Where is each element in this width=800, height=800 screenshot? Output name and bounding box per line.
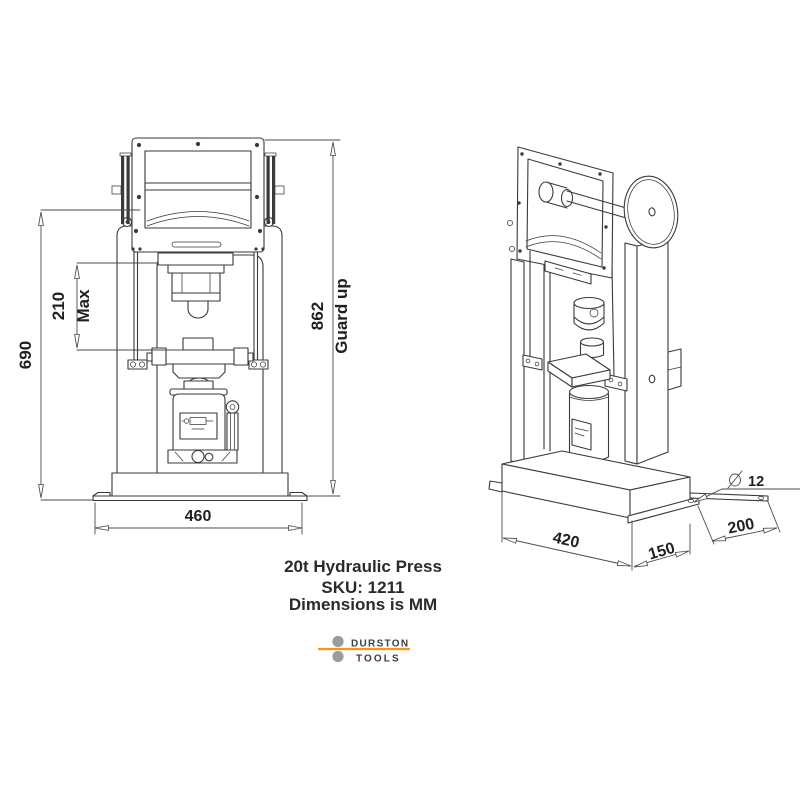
durston-tools-logo: DURSTON TOOLS xyxy=(318,635,410,665)
rolling-mill-icon xyxy=(318,635,410,663)
iso-ram xyxy=(573,296,605,359)
dim-base-depth-200: 200 xyxy=(697,501,781,545)
guard-bolts xyxy=(131,141,265,251)
dim-690-label: 690 xyxy=(16,341,35,369)
dim-guard-height-862: 862 Guard up xyxy=(264,139,351,497)
jack-base xyxy=(167,449,238,464)
dim-420-label: 420 xyxy=(551,529,581,551)
guard-rails xyxy=(111,152,285,224)
iso-top-beam xyxy=(544,260,592,285)
iso-slide-rods xyxy=(522,250,628,392)
gauge-disc xyxy=(623,175,679,249)
dim-200-label: 200 xyxy=(726,516,756,538)
iso-right-column xyxy=(624,238,682,465)
jack-pump xyxy=(225,400,240,451)
dim-base-length-420: 420 xyxy=(501,491,633,571)
dim-12-label: 12 xyxy=(748,474,764,490)
dim-210-label: 210 xyxy=(49,292,68,320)
diameter-symbol xyxy=(727,470,743,489)
dim-base-width-460: 460 xyxy=(94,502,303,535)
front-view: 690 210 Max 862 Guard up xyxy=(16,137,351,535)
dim-862-label: 862 xyxy=(308,302,327,330)
guard-frame xyxy=(111,137,285,370)
dim-460-label: 460 xyxy=(185,508,212,525)
iso-left-leg xyxy=(510,258,525,465)
dim-foot-150: 150 xyxy=(632,523,691,570)
logo-name-bottom: TOOLS xyxy=(356,654,401,665)
dim-150-label: 150 xyxy=(647,540,677,564)
dim-hole-diameter-12: 12 xyxy=(692,470,800,505)
iso-view: 420 150 200 12 xyxy=(488,146,800,571)
title-line-3: Dimensions is MM xyxy=(289,595,437,614)
iso-guard-frame xyxy=(507,146,641,279)
title-block: 20t Hydraulic Press SKU: 1211 Dimensions… xyxy=(284,557,442,614)
logo-accent-bar xyxy=(318,647,410,651)
dim-max-label: Max xyxy=(74,289,93,323)
logo-name-top: DURSTON xyxy=(351,639,409,650)
title-line-2: SKU: 1211 xyxy=(321,578,404,597)
guard-slide-rods xyxy=(127,251,269,370)
dim-daylight-210-max: 210 Max xyxy=(49,262,184,351)
iso-rear-leg xyxy=(543,255,551,452)
ram-assembly xyxy=(157,252,234,319)
bottle-jack xyxy=(167,380,240,464)
iso-base xyxy=(488,450,769,524)
title-line-1: 20t Hydraulic Press xyxy=(284,557,442,576)
iso-roller xyxy=(538,181,574,209)
jack-label xyxy=(181,417,214,430)
dim-overall-height-690: 690 xyxy=(16,209,141,501)
press-base xyxy=(92,472,308,502)
dim-guard-up-label: Guard up xyxy=(332,278,351,354)
iso-table xyxy=(547,353,611,388)
